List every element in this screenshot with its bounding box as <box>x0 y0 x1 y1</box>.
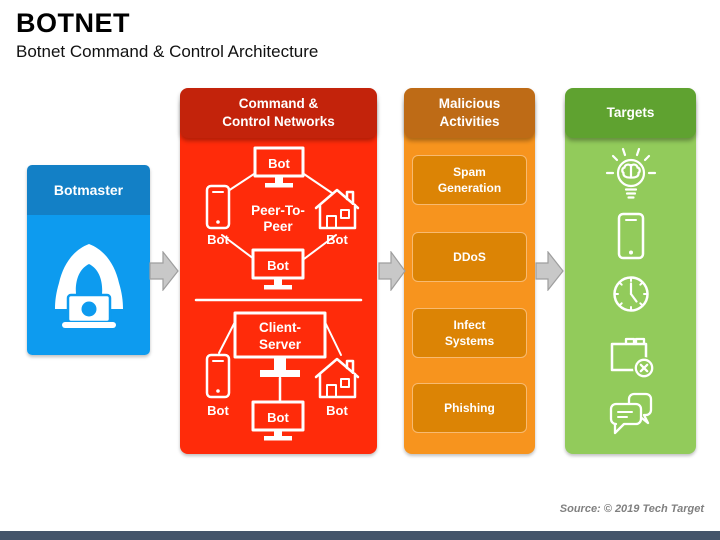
targets-column: Targets <box>565 88 696 454</box>
hacker-icon <box>54 244 123 328</box>
malicious-item-ddos: DDoS <box>412 232 527 282</box>
clock-icon <box>612 276 649 312</box>
p2p-right-bot-label: Bot <box>326 232 348 247</box>
smartphone-icon <box>617 212 644 260</box>
page-title: BOTNET <box>16 8 130 38</box>
p2p-title-line2: Peer <box>263 219 293 234</box>
cs-phone-bot-icon <box>205 353 231 399</box>
cnc-header: Command & Control Networks <box>180 88 377 138</box>
p2p-top-bot-label: Bot <box>268 156 290 171</box>
p2p-left-bot-label: Bot <box>207 232 229 247</box>
botmaster-column: Botmaster <box>27 165 150 355</box>
malicious-item-phishing: Phishing <box>412 383 527 433</box>
client-server-line1: Client- <box>259 320 301 335</box>
cs-right-bot-label: Bot <box>326 403 348 418</box>
malicious-header-line2: Activities <box>439 114 500 129</box>
p2p-bottom-bot-label: Bot <box>267 258 289 273</box>
cs-left-bot-label: Bot <box>207 403 229 418</box>
cnc-header-line2: Control Networks <box>222 114 335 129</box>
malicious-activities-column: Malicious Activities Spam Generation DDo… <box>404 88 535 454</box>
cs-house-bot-icon <box>314 357 360 399</box>
p2p-bottom-bot-monitor-icon: Bot <box>251 248 305 290</box>
cs-bottom-bot-label: Bot <box>267 410 289 425</box>
arrow-malicious-to-targets-icon <box>535 251 564 291</box>
cnc-column: Command & Control Networks Bot <box>180 88 377 454</box>
page-subtitle: Botnet Command & Control Architecture <box>16 42 319 61</box>
targets-header: Targets <box>565 88 696 138</box>
botmaster-header: Botmaster <box>27 165 150 215</box>
folder-delete-icon <box>610 337 655 378</box>
p2p-title-line1: Peer-To- <box>251 203 305 218</box>
botnet-network-diagram: Bot Peer-To- Peer Bot Bot <box>194 146 363 441</box>
cs-bottom-bot-monitor-icon: Bot <box>251 400 305 441</box>
cnc-header-line1: Command & <box>238 96 319 112</box>
client-server-line2: Server <box>259 337 302 352</box>
source-attribution: Source: © 2019 Tech Target <box>559 503 704 515</box>
bottom-accent-bar <box>0 531 720 540</box>
arrow-cnc-to-malicious-icon <box>378 251 406 291</box>
p2p-phone-bot-icon <box>205 184 231 230</box>
botmaster-body <box>27 215 150 355</box>
malicious-header-line1: Malicious <box>438 96 501 112</box>
p2p-top-bot-monitor-icon: Bot <box>253 146 305 188</box>
p2p-house-bot-icon <box>314 188 360 230</box>
malicious-item-spam: Spam Generation <box>412 155 527 205</box>
chat-messages-icon <box>609 392 652 435</box>
arrow-botmaster-to-cnc-icon <box>149 251 179 291</box>
idea-lightbulb-icon <box>605 147 656 199</box>
malicious-item-infect: Infect Systems <box>412 308 527 358</box>
malicious-header: Malicious Activities <box>404 88 535 138</box>
client-server-monitor-icon: Client- Server <box>233 311 327 377</box>
